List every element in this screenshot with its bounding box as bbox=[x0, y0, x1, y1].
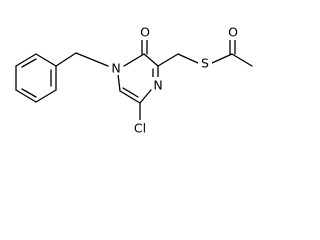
atom-label-carbonyl-oxygen: O bbox=[140, 25, 150, 40]
atom-label-sulfur: S bbox=[201, 56, 209, 71]
benzene-ring bbox=[15, 53, 57, 103]
atom-label-n1: N bbox=[111, 61, 120, 76]
atom-label-n4: N bbox=[153, 78, 162, 93]
benzyl-linker bbox=[55, 52, 109, 67]
thioacetate-chain bbox=[157, 39, 253, 67]
atom-label-chlorine: Cl bbox=[134, 121, 146, 136]
chemical-structure: N N O Cl S O bbox=[15, 24, 253, 136]
pyrazinone-ring bbox=[117, 53, 159, 104]
atom-label-thioester-oxygen: O bbox=[228, 25, 238, 40]
carbonyl-bond bbox=[141, 39, 148, 55]
atom-labels: N N O Cl S O bbox=[109, 24, 240, 136]
